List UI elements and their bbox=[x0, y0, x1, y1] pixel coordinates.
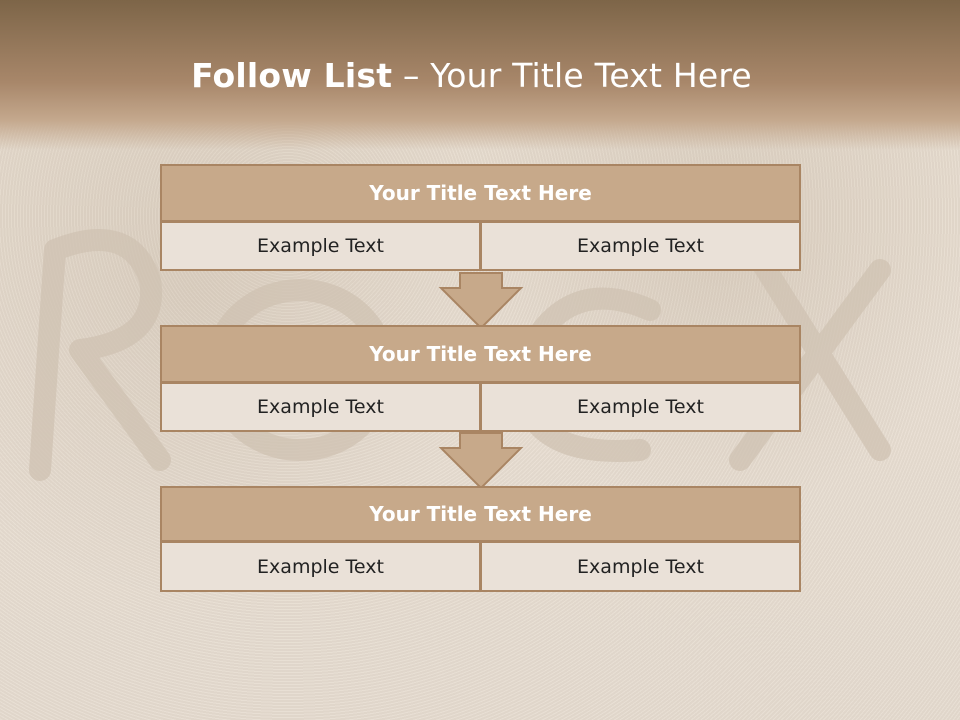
down-arrow-icon bbox=[438, 432, 524, 490]
list-block-1: Your Title Text Here Example Text Exampl… bbox=[160, 164, 801, 272]
block-cell-right: Example Text bbox=[480, 382, 801, 432]
list-block-2: Your Title Text Here Example Text Exampl… bbox=[160, 325, 801, 433]
block-cell-left: Example Text bbox=[160, 382, 481, 432]
block-title: Your Title Text Here bbox=[160, 164, 801, 222]
block-cell-right: Example Text bbox=[480, 541, 801, 592]
title-rest: – Your Title Text Here bbox=[392, 56, 752, 95]
block-cell-left: Example Text bbox=[160, 221, 481, 271]
block-cell-left: Example Text bbox=[160, 541, 481, 592]
block-cell-right: Example Text bbox=[480, 221, 801, 271]
title-bold: Follow List bbox=[191, 56, 393, 95]
list-block-3: Your Title Text Here Example Text Exampl… bbox=[160, 486, 801, 592]
block-title: Your Title Text Here bbox=[160, 325, 801, 383]
down-arrow-icon bbox=[438, 272, 524, 330]
slide-title: Follow List – Your Title Text Here bbox=[0, 52, 943, 100]
block-title: Your Title Text Here bbox=[160, 486, 801, 542]
header-band bbox=[0, 0, 960, 150]
